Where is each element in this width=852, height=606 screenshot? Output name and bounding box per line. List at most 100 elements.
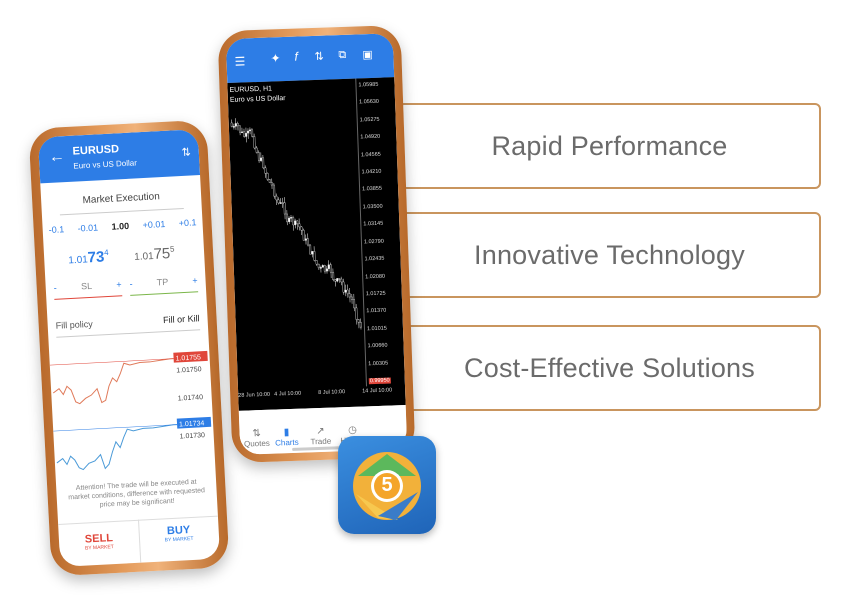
candle-body [342,281,345,293]
tp-plus[interactable]: + [192,275,198,286]
tab-quotes-label: Quotes [243,438,270,449]
tab-charts[interactable]: ▮ Charts [271,427,302,448]
candle-body [331,272,335,280]
y-tick-label: 1.01725 [365,290,386,298]
tab-charts-label: Charts [274,437,299,448]
candle-body [300,226,303,231]
candle-body [329,264,333,273]
x-tick-4: 14 Jul 10:00 [362,387,393,395]
order-type-select[interactable]: Market Execution [58,189,184,216]
sl-plus[interactable]: + [116,279,122,290]
candle-body [338,278,341,280]
volume-minus-0-01[interactable]: -0.01 [77,222,99,234]
tp-minus[interactable]: - [129,278,133,289]
candle-body [306,238,310,246]
feature-label: Innovative Technology [474,239,745,270]
candle-body [230,122,233,127]
candle-body [302,229,305,241]
candle-body [277,199,280,204]
right-phone: ☰ ✦ f ⇅ ⧉ ▣ EURUSD, H1 Euro vs US Dollar… [217,24,416,464]
y-tick-label: 1.02435 [364,255,385,263]
y-tick-label: 1.02080 [365,273,386,280]
y-tick-label: 0.99950 [368,377,391,385]
y-tick-label: 1.05630 [358,99,380,106]
ask-price: 1.01755 [134,244,176,264]
bid-tick-line [56,424,178,471]
indicators-icon[interactable]: f [294,49,299,64]
buy-button[interactable]: BUY BY MARKET [138,515,221,563]
back-arrow-icon[interactable]: ← [48,148,66,166]
candle-body [270,182,273,186]
volume-stepper: -0.1 -0.01 1.00 +0.01 +0.1 [48,217,197,245]
trade-icon[interactable]: ⇅ [314,50,324,63]
tab-quotes[interactable]: ⇅ Quotes [241,428,272,449]
candle-body [334,279,337,282]
feature-cost-effective: Cost-Effective Solutions [398,325,821,411]
fill-policy-label: Fill policy [55,318,93,331]
volume-plus-0-1[interactable]: +0.1 [178,217,197,229]
candle-body [232,126,235,128]
x-tick-1: 28 Jun 10:00 [238,391,271,399]
candle-body [241,131,244,134]
order-type-value: Market Execution [82,191,161,207]
candle-body [327,264,330,269]
bid-price: 1.01734 [68,248,110,268]
candle-body [350,296,353,300]
candle-body [294,220,297,226]
sl-field[interactable]: - SL + [53,279,123,300]
price-label-2: 1.01750 [176,366,202,374]
feature-innovative-technology: Innovative Technology [398,212,821,298]
candle-body [292,217,295,226]
candle-body [340,278,343,283]
candle-body [279,202,282,204]
ask-price-marker [173,350,208,363]
y-tick-label: 1.04210 [361,168,382,176]
candle-body [311,251,314,255]
new-order-icon[interactable]: ▣ [362,48,374,62]
candle-body [313,251,316,261]
candle-body [266,173,269,180]
feature-rapid-performance: Rapid Performance [398,103,821,189]
y-tick-label: 1.03855 [362,186,383,193]
symbol-description: Euro vs US Dollar [73,158,138,171]
y-tick-label: 1.04565 [360,151,381,159]
ask-superscript: 5 [169,244,175,254]
crosshair-icon[interactable]: ✦ [270,51,281,66]
y-tick-label: 1.05985 [358,81,379,89]
fill-policy-select[interactable]: Fill policy Fill or Kill [55,313,201,338]
metatrader-5-app-icon[interactable]: 5 [338,436,436,534]
candle-body [264,167,267,174]
candle-body [272,184,276,197]
candle-body [255,147,258,153]
sell-button[interactable]: SELL BY MARKET [58,519,142,567]
volume-value[interactable]: 1.00 [111,220,130,232]
ask-price-line [49,358,174,366]
candle-body [309,244,312,255]
candle-body [325,268,328,272]
volume-minus-0-1[interactable]: -0.1 [48,224,65,236]
tab-trade[interactable]: ↗ Trade [305,425,336,446]
tp-field[interactable]: - TP + [129,275,199,296]
candle-body [250,129,254,137]
chart-toolbar: ☰ ✦ f ⇅ ⧉ ▣ [225,33,395,84]
menu-icon[interactable]: ☰ [234,54,246,69]
tab-trade-label: Trade [310,436,332,447]
candle-body [298,223,301,228]
feature-label: Rapid Performance [491,130,728,161]
sl-minus[interactable]: - [53,282,58,293]
bid-price-marker [176,416,212,429]
candle-body [285,213,289,223]
left-phone-screen: ← EURUSD Euro vs US Dollar ⇅ Market Exec… [37,129,221,567]
candle-body [257,152,261,162]
sl-label: SL [80,280,93,292]
volume-plus-0-01[interactable]: +0.01 [142,218,166,231]
objects-icon[interactable]: ⧉ [338,48,347,62]
candle-body [321,265,324,268]
candle-body [290,217,293,219]
x-axis: 28 Jun 10:00 4 Jul 10:00 8 Jul 10:00 14 … [238,387,405,407]
swap-icon[interactable]: ⇅ [181,146,192,159]
y-tick-label: 1.00660 [367,342,388,350]
candle-body [268,179,271,183]
candle-body [247,130,250,134]
